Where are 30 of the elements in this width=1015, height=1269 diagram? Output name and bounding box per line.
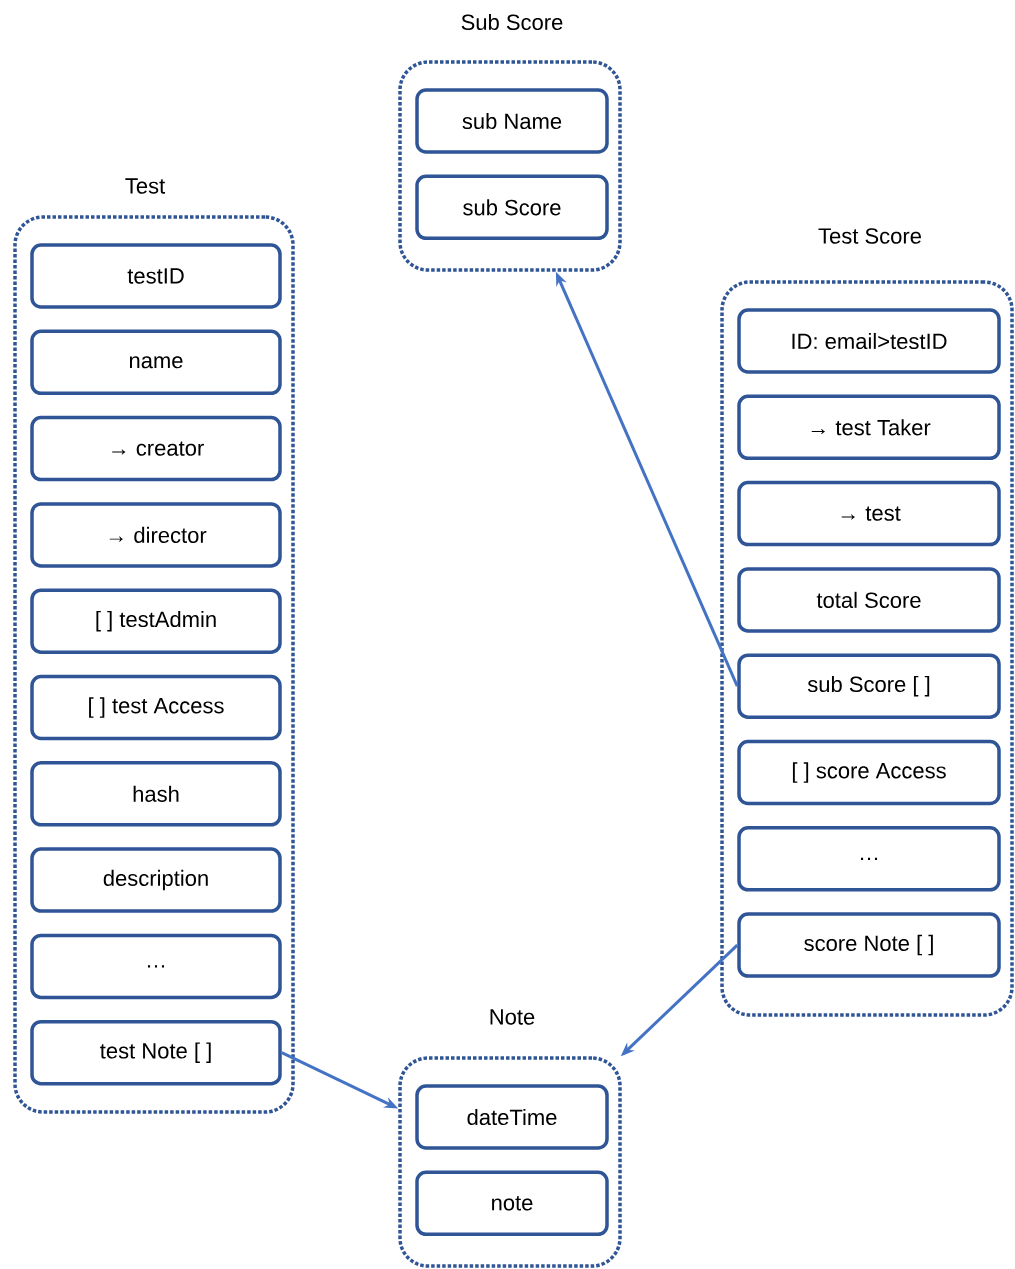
field-box: name xyxy=(30,329,282,396)
group-heading: Test Score xyxy=(818,228,921,244)
field-box: sub Score [ ] xyxy=(737,653,1001,719)
field-box: [ ] test Access xyxy=(30,674,282,741)
field-box: total Score xyxy=(737,567,1001,633)
field-box: hash xyxy=(30,761,282,827)
field-box: note xyxy=(415,1170,609,1237)
field-box: → creator xyxy=(30,415,282,482)
field-box: [ ] testAdmin xyxy=(30,588,282,654)
group-heading: Note xyxy=(490,1009,535,1025)
field-box: [ ] score Access xyxy=(737,739,1001,806)
group-container xyxy=(398,60,622,272)
field-box: → director xyxy=(30,502,282,568)
field-box: test Note [ ] xyxy=(30,1019,282,1086)
group-container xyxy=(398,1056,622,1268)
group-container xyxy=(13,215,295,1114)
field-box: testID xyxy=(30,243,282,309)
field-box: … xyxy=(737,826,1001,892)
group-container xyxy=(720,280,1014,1017)
field-box: → test xyxy=(737,480,1001,547)
group-heading: Test xyxy=(125,178,166,194)
field-box: … xyxy=(30,933,282,1000)
field-box: ID: email>testID xyxy=(737,308,1001,374)
field-box: → test Taker xyxy=(737,394,1001,461)
field-box: description xyxy=(30,847,282,913)
field-box: sub Score xyxy=(415,174,609,241)
field-box: dateTime xyxy=(415,1084,609,1150)
group-heading: Sub Score xyxy=(461,13,563,31)
field-box: sub Name xyxy=(415,88,609,154)
field-box: score Note [ ] xyxy=(737,912,1001,978)
